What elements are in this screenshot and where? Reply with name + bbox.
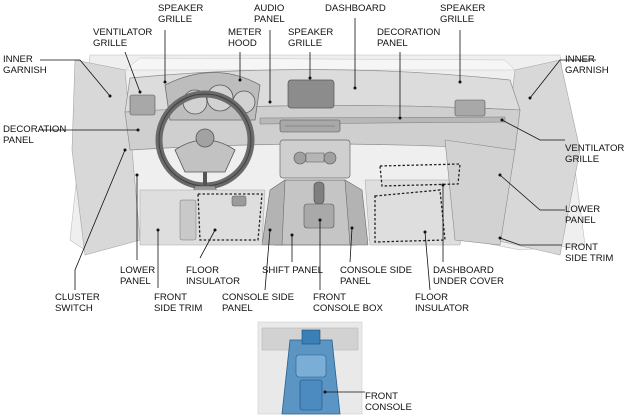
front-console-inset [257,321,363,415]
leader-lines [40,18,596,394]
label-dashboard: DASHBOARD [325,3,386,14]
interior-illustration [69,54,586,256]
label-shift-panel: SHIFT PANEL [262,265,324,276]
